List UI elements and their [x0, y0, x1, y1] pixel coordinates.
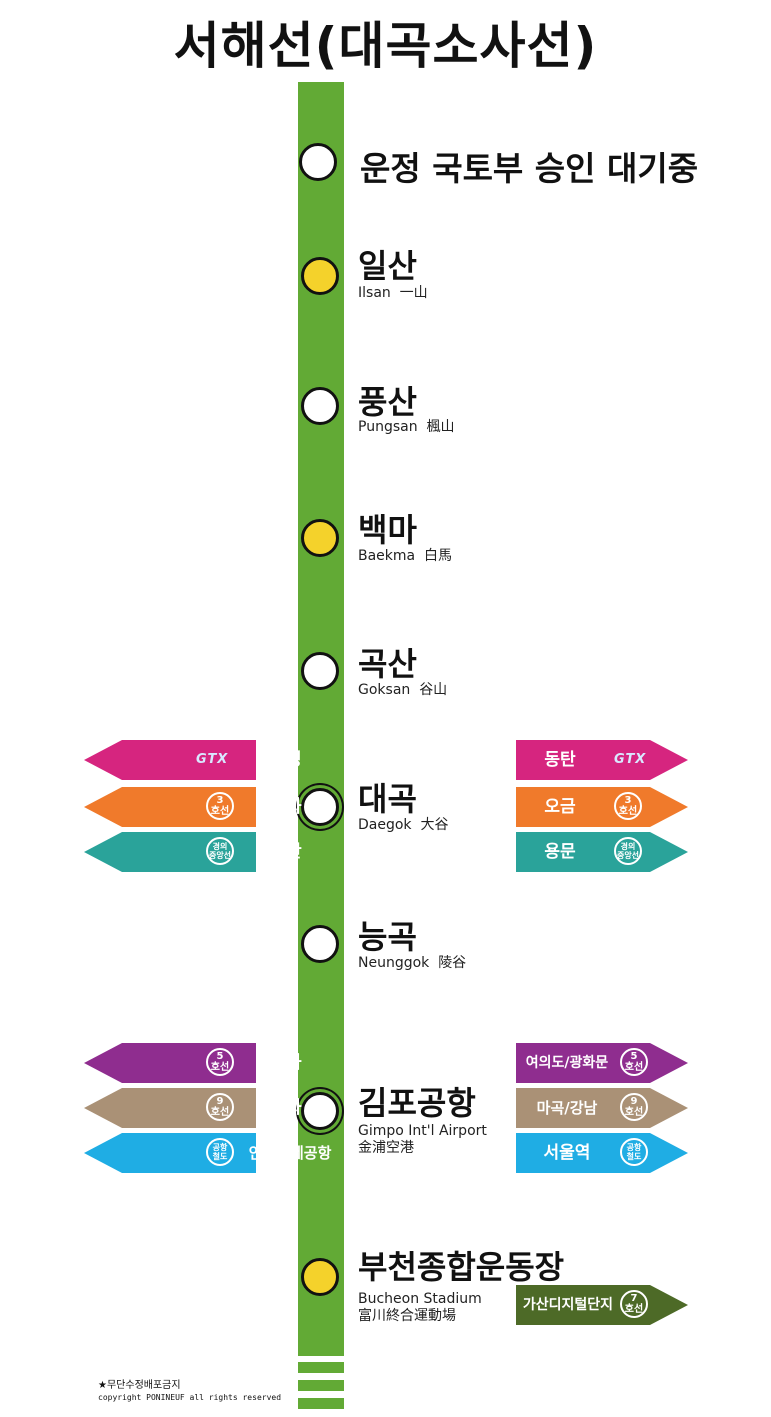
station-name-gimpo-airport: 김포공항: [358, 1084, 476, 1122]
transfer-label: 인천국제공항: [248, 1144, 332, 1162]
gtx-logo-icon: GTX: [614, 752, 647, 767]
station-name-neunggok: 능곡: [358, 918, 417, 956]
arrow-shape: [84, 740, 256, 780]
station-marker-neunggok[interactable]: [301, 925, 339, 963]
station-marker-bucheon-stadium[interactable]: [301, 1258, 339, 1296]
footer-notice: ★무단수정배포금지: [98, 1380, 181, 1391]
station-en-pungsan: Pungsan 楓山: [358, 419, 455, 435]
transfer-label: 개화: [270, 1098, 302, 1118]
footer-copyright: copyright PONINEUF all rights reserved: [98, 1393, 282, 1402]
line-track-dash: [298, 1398, 344, 1409]
transfer-arrow-gtx-unjeong[interactable]: GTX 운정: [84, 740, 302, 780]
transfer-label: 문산: [270, 842, 302, 862]
arrow-shape: [516, 787, 688, 827]
station-en-goksan: Goksan 谷山: [358, 682, 448, 698]
station-marker-ilsan[interactable]: [301, 257, 339, 295]
transfer-label: 대화: [270, 797, 302, 817]
transfer-label: 방화: [270, 1053, 302, 1073]
transfer-label: 오금: [544, 797, 576, 817]
transfer-label: 운정: [270, 750, 302, 770]
line-track-dash: [298, 1362, 344, 1373]
station-name-goksan: 곡산: [358, 645, 417, 683]
station-marker-pungsan[interactable]: [301, 387, 339, 425]
station-en-gimpo-airport: Gimpo Int'l Airport: [358, 1123, 487, 1139]
station-marker-pending[interactable]: [299, 143, 337, 181]
page-title: 서해선(대곡소사선): [173, 17, 598, 75]
station-marker-daegok[interactable]: [301, 788, 339, 826]
transfer-label: 마곡/강남: [536, 1099, 598, 1117]
arrow-shape: [516, 740, 688, 780]
station-marker-gimpo-airport[interactable]: [301, 1092, 339, 1130]
station-marker-baekma[interactable]: [301, 519, 339, 557]
transfer-label: 가산디지털단지: [522, 1297, 614, 1313]
station-name-bucheon-stadium: 부천종합운동장: [358, 1248, 565, 1286]
station-name-daegok: 대곡: [358, 780, 417, 818]
transfer-label: 서울역: [543, 1143, 591, 1163]
transfer-arrow-gtx-dongtan[interactable]: 동탄 GTX: [516, 740, 688, 780]
station-en-baekma: Baekma 白馬: [358, 548, 453, 564]
gtx-logo-icon: GTX: [196, 752, 229, 767]
station-marker-goksan[interactable]: [301, 652, 339, 690]
transfer-label: 동탄: [544, 750, 576, 770]
arrow-shape: [516, 832, 688, 872]
station-en-daegok: Daegok 大谷: [358, 817, 449, 833]
transfer-label: 용문: [544, 842, 576, 862]
station-hanja-bucheon-stadium: 富川終合運動場: [358, 1308, 456, 1324]
pending-station-note: 운정 국토부 승인 대기중: [360, 149, 699, 188]
transfer-label: 여의도/광화문: [525, 1055, 609, 1071]
station-hanja-gimpo-airport: 金浦空港: [358, 1140, 414, 1156]
station-name-baekma: 백마: [358, 511, 417, 549]
line-track-dash: [298, 1380, 344, 1391]
station-en-bucheon-stadium: Bucheon Stadium: [358, 1291, 482, 1307]
station-name-ilsan: 일산: [358, 247, 417, 285]
station-name-pungsan: 풍산: [358, 383, 417, 421]
station-en-neunggok: Neunggok 陵谷: [358, 955, 467, 971]
station-en-ilsan: Ilsan 一山: [358, 285, 428, 301]
